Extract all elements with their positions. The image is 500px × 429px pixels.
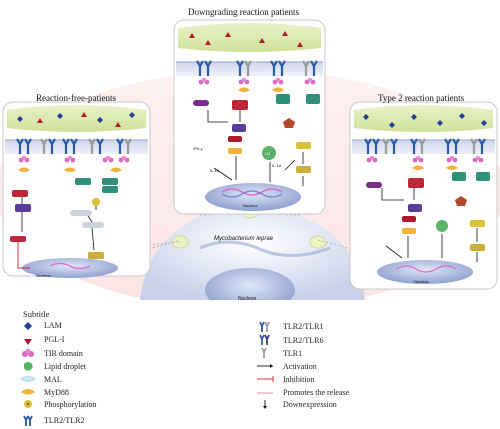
legend-item-lipid-droplet: Lipid droplet [44,362,86,371]
downgrading-panel-title: Downgrading reaction patients [188,7,299,17]
downgrading-panel [173,19,326,215]
cell-pathogen-label: Mycobacterium leprae [214,236,274,242]
activation-arrow-icon [257,364,273,368]
legend-item-lam: LAM [44,321,62,330]
legend-icons [20,321,274,426]
legend-item-activation: Activation [283,362,317,371]
downexpression-icon [263,400,267,409]
pathway-diagram [0,19,500,300]
cell-nucleus-label: Nucleus [238,296,257,302]
legend-item-tlr2-tlr1: TLR2/TLR1 [283,322,324,331]
legend-subtitle: Subtitle [23,309,50,319]
host-nucleus [205,268,295,300]
legend-item-pgl-i: PGL-I [44,335,65,344]
type2-panel [349,101,498,290]
type2-nucleus-label: Nucleus [414,279,429,284]
legend-item-myd88: MyD88 [44,388,69,397]
reaction-free-panel-title: Reaction-free-patients [36,93,116,103]
tlr2-tlr1-icon [259,321,270,332]
myd88-icon [21,389,35,395]
legend-item-mal: MAL [44,375,62,384]
reaction-free-nucleus-label: Nucleus [36,273,51,278]
reaction-free-panel [2,101,151,278]
il10-label: IL-10 [272,163,282,168]
ld-label: LD [265,151,271,156]
host-cell [140,205,365,300]
triangle-icon [24,339,32,345]
tlr2-tlr6-icon [259,334,270,345]
legend-item-tlr2-tlr6: TLR2/TLR6 [283,336,324,345]
mal-icon [20,375,36,382]
legend-item-downexpression: Downexpression [283,400,337,409]
legend-item-promotes-release: Promotes the release [283,388,350,397]
ifn-label: IFN-γ [193,146,203,151]
legend-item-tlr1: TLR1 [283,349,303,358]
lipid-droplet-icon [24,362,33,371]
legend-item-tlr2-tlr2: TLR2/TLR2 [44,416,85,425]
tir-domain-icon [22,348,34,357]
il12-label: IL-12 [210,168,220,173]
type2-panel-title: Type 2 reaction patients [378,93,465,103]
diamond-icon [24,322,32,330]
downgrading-nucleus-label: Nucleus [243,203,258,208]
inhibition-arrow-icon [257,376,274,382]
legend-item-inhibition: Inhibition [283,375,315,384]
tlr1-icon [261,347,267,358]
legend-item-tir-domain: TIR domain [44,349,83,358]
phosphorylation-icon [24,400,32,408]
tlr2-tlr2-icon [23,415,33,426]
legend-item-phosphorylation: Phosphorylation [44,400,97,409]
